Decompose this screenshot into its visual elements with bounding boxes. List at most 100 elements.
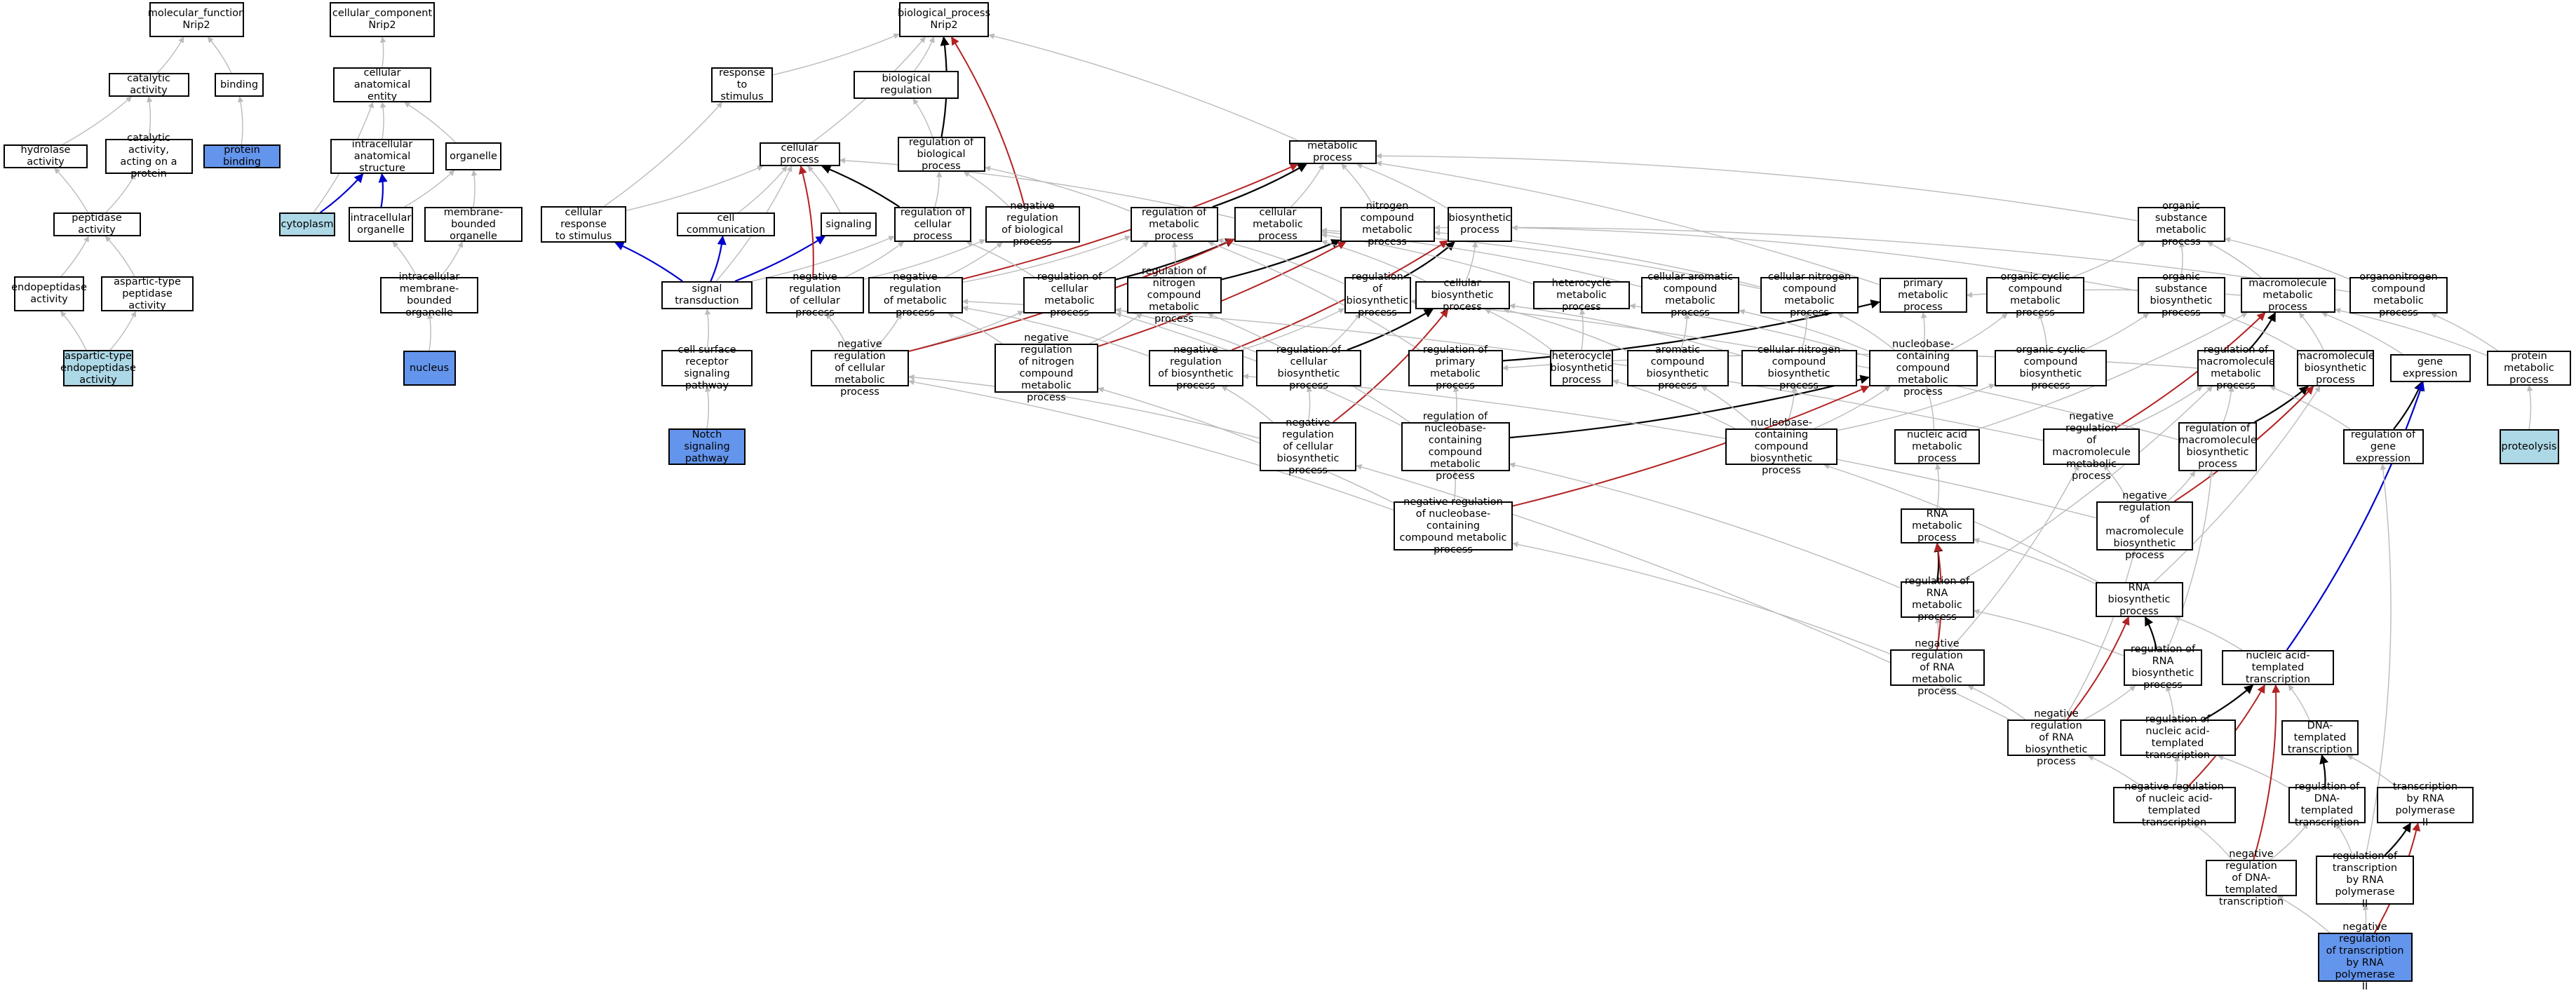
term-node-organonitrogen[interactable]: organonitrogen compound metabolic proces… [2349,271,2448,318]
term-node-neg-reg-macromol-biosynth[interactable]: negative regulation of macromolecule bio… [2096,490,2193,561]
term-node-reg-cellular[interactable]: regulation of cellular process [894,207,971,242]
term-label: nucleus [409,362,450,374]
edge-signal_trans-to-signaling [734,236,826,283]
term-node-reg-biosynth[interactable]: regulation of biosynthetic process [1344,271,1411,318]
term-node-nucleobase-biosynth[interactable]: nucleobase-containing compound biosynthe… [1725,417,1837,476]
term-label: negative regulation of nucleic acid-temp… [2124,781,2224,828]
term-node-neg-reg-nitrogen[interactable]: negative regulation of nitrogen compound… [994,332,1098,403]
term-node-proteolysis[interactable]: proteolysis [2499,429,2559,464]
term-node-signal-trans[interactable]: signal transduction [661,281,753,309]
term-node-cell-aromatic-metab[interactable]: cellular aromatic compound metabolic pro… [1641,271,1739,318]
term-node-neg-reg-na-templated[interactable]: negative regulation of nucleic acid-temp… [2112,781,2236,828]
term-node-reg-cell-biosynth[interactable]: regulation of cellular biosynthetic proc… [1256,344,1361,391]
term-node-neg-reg-rna-biosynth[interactable]: negative regulation of RNA biosynthetic … [2007,708,2105,767]
term-node-cell-surface-sig[interactable]: cell surface receptor signaling pathway [661,344,753,391]
edge-neg_reg_macromol_biosynth-to-reg_macromol_biosynth [2166,471,2196,502]
term-node-reg-rna-biosynth[interactable]: regulation of RNA biosynthetic process [2124,644,2202,691]
term-node-response-stim[interactable]: response to stimulus [711,67,773,102]
term-node-neg-reg-biosynth[interactable]: negative regulation of biosynthetic proc… [1148,344,1243,391]
term-node-biosynthetic[interactable]: biosynthetic process [1448,207,1512,242]
term-node-reg-trans-pol2[interactable]: regulation of transcription by RNA polym… [2316,851,2414,910]
term-node-neg-reg-metabolic[interactable]: negative regulation of metabolic process [868,271,963,318]
term-node-nucleus[interactable]: nucleus [403,351,456,386]
term-node-bio-reg[interactable]: biological regulation [854,71,959,99]
term-node-cc-root[interactable]: cellular_component Nrip2 [330,2,435,37]
term-node-neg-reg-rna-metab[interactable]: negative regulation of RNA metabolic pro… [1889,638,1985,697]
term-node-primary-metab[interactable]: primary metabolic process [1879,278,1967,313]
term-node-nucleobase-metab[interactable]: nucleobase-containing compound metabolic… [1868,339,1978,398]
term-node-reg-na-templated[interactable]: regulation of nucleic acid-templated tra… [2119,714,2236,761]
term-node-reg-macromol-biosynth[interactable]: regulation of macromolecule biosynthetic… [2178,422,2257,471]
term-node-nitrogen-metabolic[interactable]: nitrogen compound metabolic process [1340,201,1435,248]
term-node-na-templated-trans[interactable]: nucleic acid-templated transcription [2222,650,2334,685]
term-node-macromol-metab[interactable]: macromolecule metabolic process [2240,278,2335,313]
term-node-organelle[interactable]: organelle [445,142,501,170]
term-node-organic-subst-biosynth[interactable]: organic substance biosynthetic process [2137,271,2225,318]
term-node-catalytic[interactable]: catalytic activity [108,73,189,97]
term-node-intra-organelle[interactable]: intracellular organelle [349,207,413,242]
term-node-hydrolase[interactable]: hydrolase activity [4,144,88,168]
term-node-reg-primary[interactable]: regulation of primary metabolic process [1408,344,1503,391]
term-node-reg-gene-expr[interactable]: regulation of gene expression [2342,429,2424,464]
term-node-signaling[interactable]: signaling [821,212,877,236]
term-node-reg-nitrogen[interactable]: regulation of nitrogen compound metaboli… [1126,266,1222,325]
term-node-neg-reg-cellular[interactable]: negative regulation of cellular process [766,271,864,318]
term-node-aromatic-biosynth[interactable]: aromatic compound biosynthetic process [1626,344,1729,391]
term-node-bp-root[interactable]: biological_process Nrip2 [898,2,990,37]
term-node-cell-nitrogen-metab[interactable]: cellular nitrogen compound metabolic pro… [1760,271,1859,318]
term-node-rna-metab[interactable]: RNA metabolic process [1900,508,1974,543]
term-node-aspartic-endo[interactable]: aspartic-type endopeptidase activity [60,350,136,386]
term-node-metabolic[interactable]: metabolic process [1288,140,1377,164]
term-node-reg-dna-templated[interactable]: regulation of DNA-templated transcriptio… [2288,781,2366,828]
term-node-gene-expression[interactable]: gene expression [2389,354,2471,382]
term-node-heterocycle-metab[interactable]: heterocycle metabolic process [1533,278,1630,313]
term-label: signaling [825,218,872,230]
term-node-neg-reg-dna-templated[interactable]: negative regulation of DNA-templated tra… [2206,849,2297,907]
term-node-neg-reg-macromol-metab[interactable]: negative regulation of macromolecule met… [2043,411,2140,482]
term-node-intra-mem-bounded[interactable]: intracellular membrane-bounded organelle [380,271,478,318]
term-node-cell-metabolic[interactable]: cellular metabolic process [1234,207,1322,242]
term-node-notch[interactable]: Notch signaling pathway [668,428,746,465]
term-node-cat-protein[interactable]: catalytic activity, acting on a protein [104,133,193,180]
term-node-mf-root[interactable]: molecular_function Nrip2 [148,2,245,37]
term-node-cellular-process[interactable]: cellular process [759,142,840,166]
term-node-neg-reg-cell-metab[interactable]: negative regulation of cellular metaboli… [811,339,909,398]
term-node-aspartic-pep[interactable]: aspartic-type peptidase activity [101,276,194,311]
term-node-reg-nucleobase[interactable]: regulation of nucleobase-containing comp… [1401,411,1510,482]
term-node-neg-reg-nucleobase[interactable]: negative regulation of nucleobase-contai… [1394,496,1513,555]
term-node-protein-binding[interactable]: protein binding [203,144,281,168]
term-node-cell-comm[interactable]: cell communication [677,212,775,236]
term-node-peptidase[interactable]: peptidase activity [53,212,141,236]
term-node-cell-nitrogen-biosynth[interactable]: cellular nitrogen compound biosynthetic … [1741,344,1857,391]
term-node-trans-pol2[interactable]: transcription by RNA polymerase II [2377,781,2474,828]
term-node-membrane-bounded[interactable]: membrane-bounded organelle [424,207,522,242]
term-node-binding[interactable]: binding [215,73,264,97]
term-node-protein-metab[interactable]: protein metabolic process [2487,351,2571,386]
term-node-endopeptidase[interactable]: endopeptidase activity [11,276,87,311]
term-node-neg-reg-cell-biosynth[interactable]: negative regulation of cellular biosynth… [1260,417,1356,476]
term-node-cytoplasm[interactable]: cytoplasm [279,212,335,236]
term-label: regulation of nucleic acid-templated tra… [2145,714,2211,761]
term-node-cell-biosynth[interactable]: cellular biosynthetic process [1415,278,1510,313]
term-node-cell-resp-stim[interactable]: cellular response to stimulus [541,206,626,243]
term-node-organic-subst-metab[interactable]: organic substance metabolic process [2137,201,2225,248]
term-node-dna-templated[interactable]: DNA-templated transcription [2281,720,2359,755]
term-node-intra-anat[interactable]: intracellular anatomical structure [330,139,434,174]
term-node-reg-bio[interactable]: regulation of biological process [897,137,985,172]
term-node-cell-anat[interactable]: cellular anatomical entity [333,67,431,102]
term-node-reg-rna-metab[interactable]: regulation of RNA metabolic process [1900,576,1974,623]
term-node-neg-reg-trans-pol2[interactable]: negative regulation of transcription by … [2317,921,2413,992]
term-node-organic-cyclic-metab[interactable]: organic cyclic compound metabolic proces… [1986,271,2084,318]
term-label: intracellular membrane-bounded organelle [398,271,460,318]
term-node-rna-biosynth[interactable]: RNA biosynthetic process [2095,582,2183,617]
term-label: regulation of nucleobase-containing comp… [1422,411,1488,482]
term-node-nucleic-acid-metab[interactable]: nucleic acid metabolic process [1894,429,1980,464]
term-node-organic-cyclic-biosynth[interactable]: organic cyclic compound biosynthetic pro… [1995,344,2107,391]
term-node-neg-reg-bio[interactable]: negative regulation of biological proces… [985,201,1080,248]
term-node-reg-macromol-metab[interactable]: regulation of macromolecule metabolic pr… [2197,344,2275,391]
term-node-reg-cell-metab[interactable]: regulation of cellular metabolic process [1023,271,1116,318]
term-node-macromol-biosynth[interactable]: macromolecule biosynthetic process [2296,350,2375,386]
term-node-reg-metabolic[interactable]: regulation of metabolic process [1130,207,1218,242]
term-node-heterocycle-biosynth[interactable]: heterocycle biosynthetic process [1550,350,1613,386]
edge-neg_reg_cellular-to-cellular_process [798,165,814,278]
